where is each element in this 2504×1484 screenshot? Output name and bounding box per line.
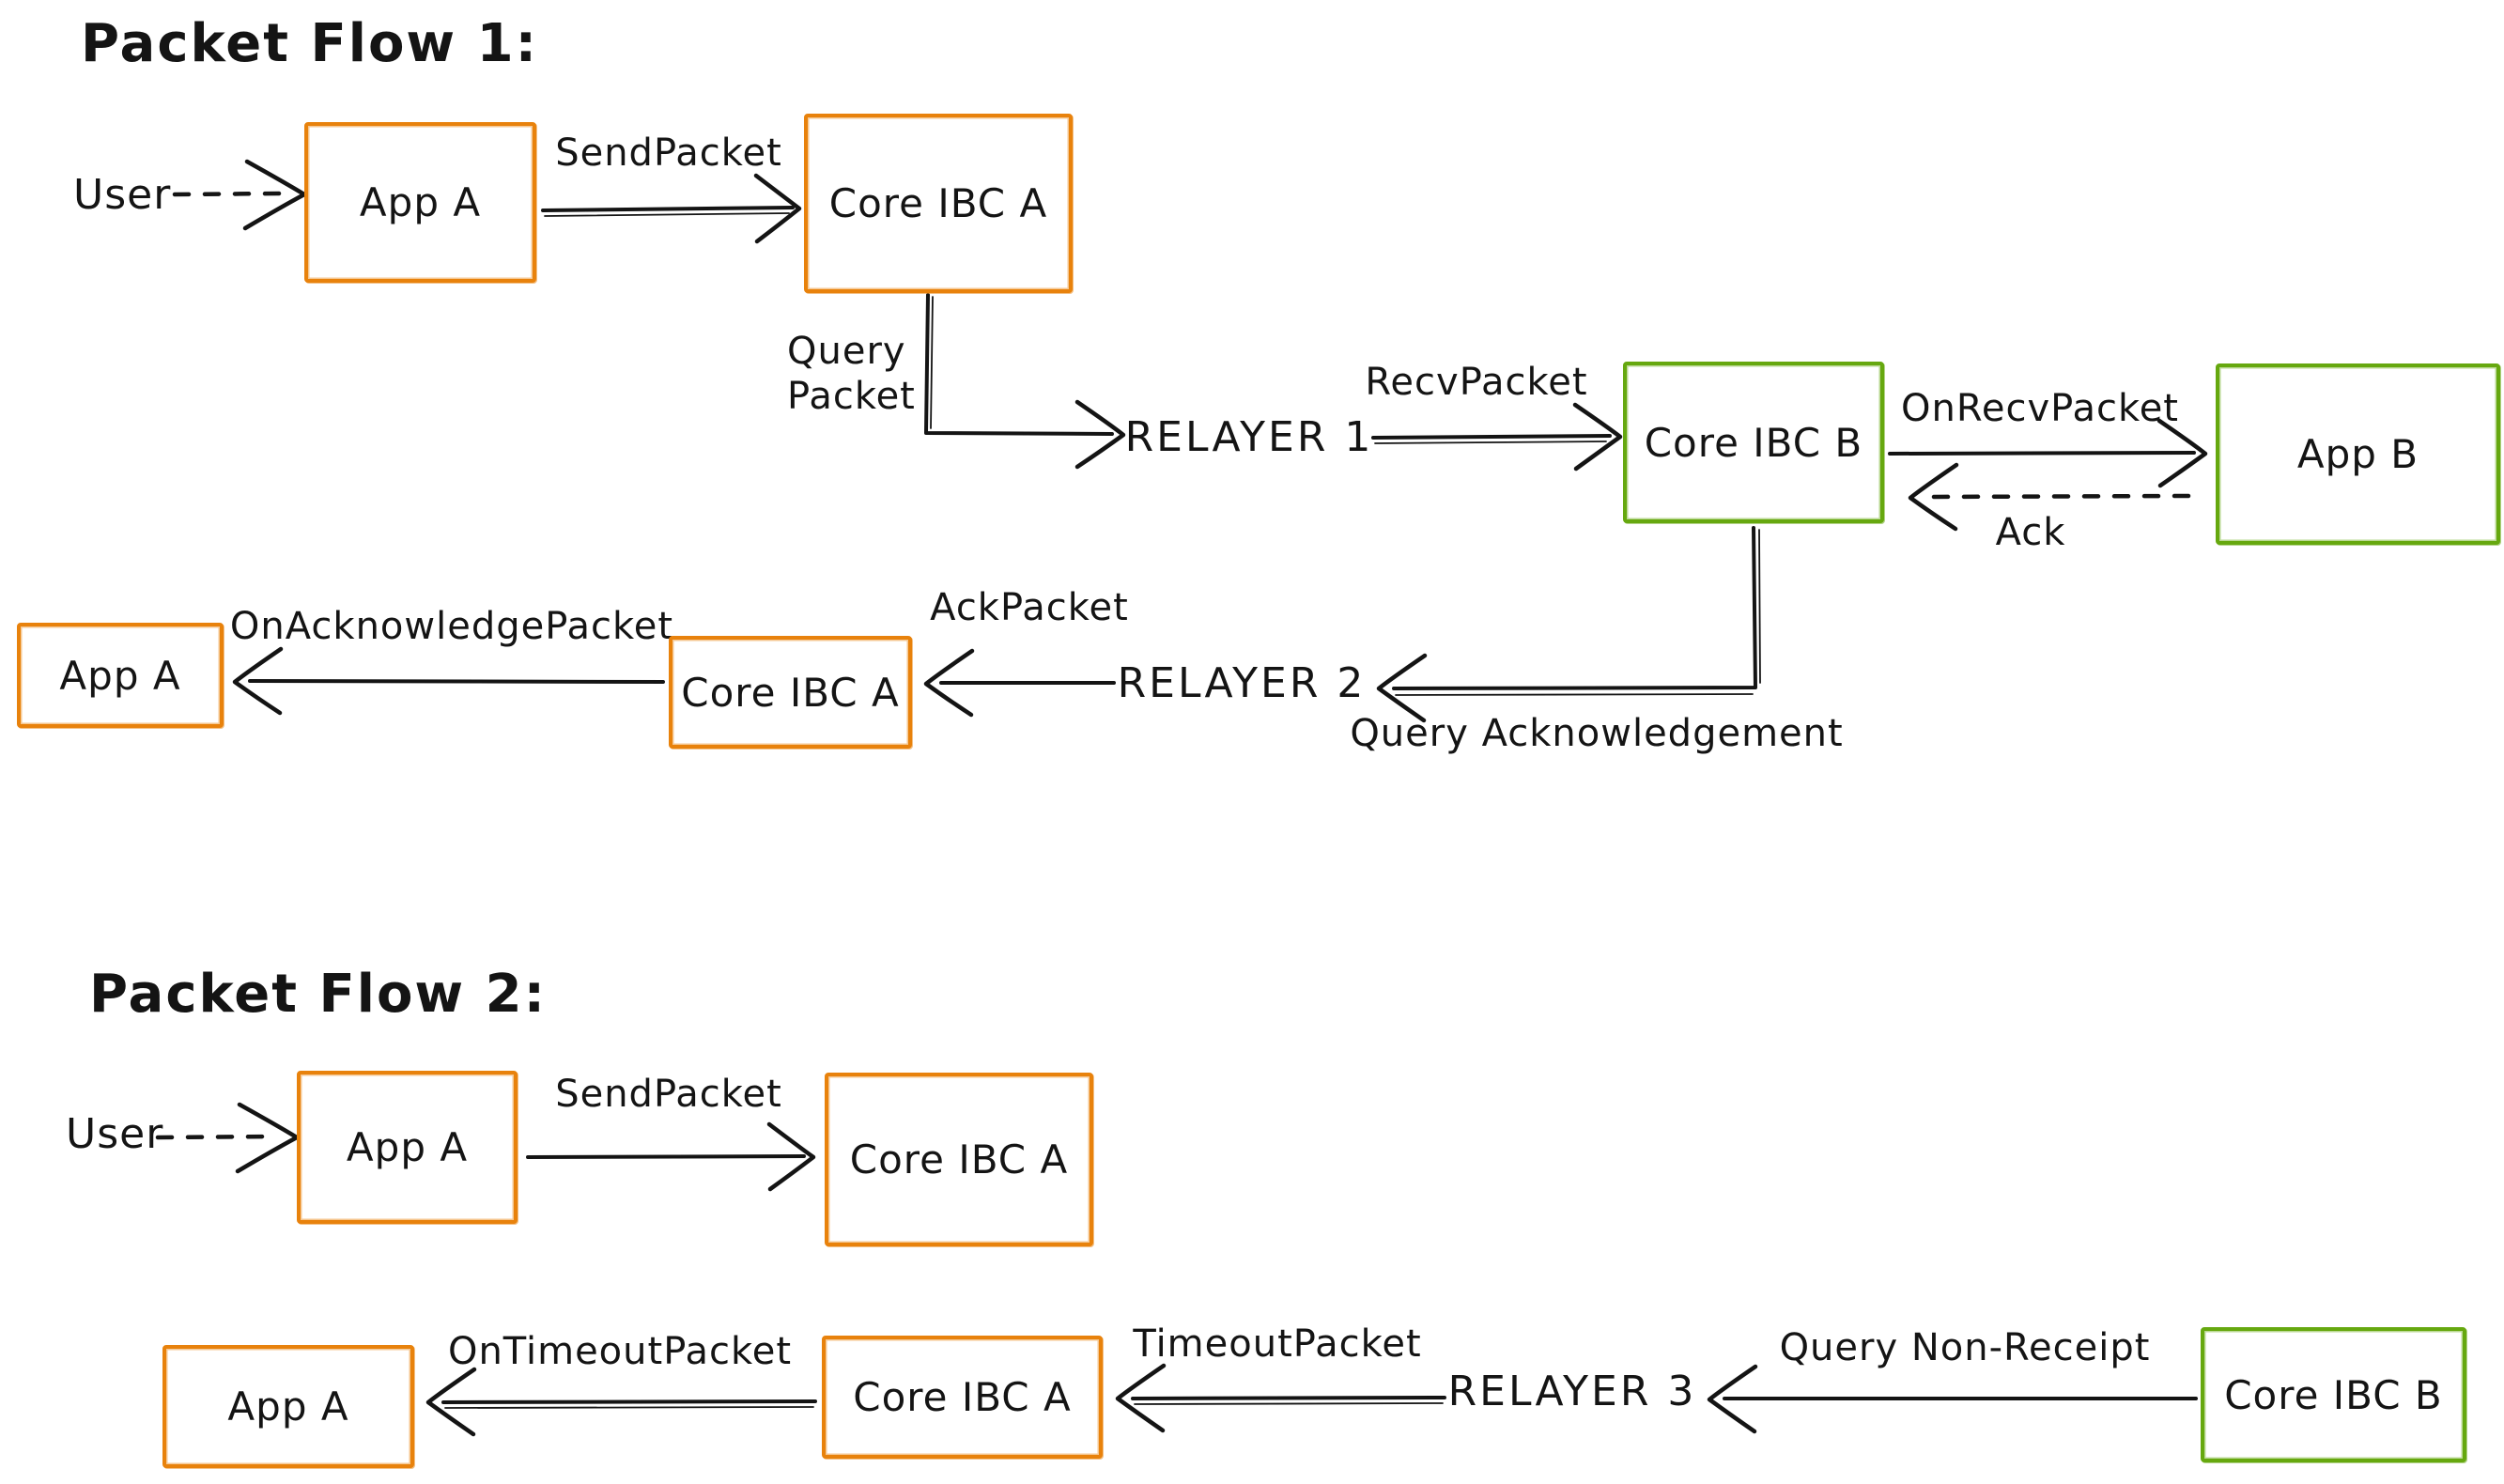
node-core-ibc-b-2: Core IBC B	[2201, 1327, 2466, 1462]
node-core-ibc-a-3: Core IBC A	[825, 1073, 1093, 1246]
flow1-sendpacket-label: SendPacket	[555, 131, 782, 175]
node-core-ibc-b-2-label: Core IBC B	[2224, 1371, 2443, 1418]
connector-query-packet-elbow	[924, 293, 1126, 470]
flow2-user-label: User	[66, 1110, 164, 1158]
node-core-ibc-a-1: Core IBC A	[804, 114, 1073, 293]
flow1-ack-label: Ack	[1995, 511, 2066, 554]
node-core-ibc-a-4: Core IBC A	[822, 1336, 1103, 1459]
flow1-relayer2-label: RELAYER 2	[1117, 659, 1367, 707]
arrow-user-to-app-a-2	[155, 1102, 300, 1174]
node-app-a-3: App A	[297, 1071, 518, 1224]
arrow-ackpacket	[923, 648, 1116, 718]
flow2-title: Packet Flow 2:	[89, 964, 548, 1025]
node-core-ibc-a-4-label: Core IBC A	[853, 1374, 1072, 1420]
arrow-sendpacket-1	[541, 173, 802, 244]
node-core-ibc-a-1-label: Core IBC A	[828, 180, 1048, 226]
flow1-ackpacket-label: AckPacket	[930, 586, 1129, 629]
arrow-timeoutpacket	[1115, 1363, 1446, 1433]
arrow-recvpacket	[1371, 402, 1623, 471]
arrow-query-non-receipt	[1707, 1364, 2198, 1434]
node-app-a-2: App A	[17, 623, 224, 728]
flow1-query-packet-label: Query Packet	[787, 330, 916, 418]
flow2-relayer3-label: RELAYER 3	[1447, 1368, 1697, 1415]
flow1-title: Packet Flow 1:	[81, 13, 539, 74]
arrow-onrecvpacket	[1888, 418, 2208, 488]
node-app-a-3-label: App A	[346, 1124, 469, 1170]
flow1-relayer1-label: RELAYER 1	[1124, 413, 1374, 461]
node-core-ibc-a-2-label: Core IBC A	[681, 669, 900, 716]
node-app-a-1: App A	[304, 122, 536, 283]
node-app-a-4: App A	[162, 1345, 414, 1468]
node-core-ibc-b-1: Core IBC B	[1623, 362, 1884, 523]
arrow-onacknowledgepacket	[232, 646, 665, 716]
flow2-ontimeoutpacket-label: OnTimeoutPacket	[447, 1330, 793, 1373]
node-app-b: App B	[2216, 363, 2500, 545]
flow2-timeoutpacket-label: TimeoutPacket	[1133, 1322, 1422, 1366]
flow2-query-non-receipt-label: Query Non-Receipt	[1779, 1326, 2151, 1369]
node-core-ibc-a-3-label: Core IBC A	[849, 1136, 1069, 1183]
flow1-query-acknowledgement-label: Query Acknowledgement	[1350, 712, 1844, 755]
node-core-ibc-b-1-label: Core IBC B	[1644, 419, 1863, 466]
flow1-user-label: User	[73, 171, 172, 219]
node-app-b-label: App B	[2296, 431, 2419, 477]
connector-query-ack-elbow	[1376, 526, 1761, 723]
node-app-a-1-label: App A	[359, 179, 482, 225]
arrow-ontimeoutpacket	[425, 1367, 817, 1437]
flow1-recvpacket-label: RecvPacket	[1365, 361, 1588, 404]
flow1-onrecvpacket-label: OnRecvPacket	[1901, 387, 2179, 430]
node-app-a-4-label: App A	[227, 1384, 349, 1430]
node-app-a-2-label: App A	[59, 652, 181, 699]
arrow-ack-dashed	[1908, 462, 2191, 532]
flow2-sendpacket-label: SendPacket	[555, 1073, 782, 1116]
node-core-ibc-a-2: Core IBC A	[669, 636, 912, 749]
arrow-sendpacket-2	[526, 1121, 816, 1192]
arrow-user-to-app-a-1	[172, 159, 307, 231]
flow1-onacknowledgepacket-label: OnAcknowledgePacket	[229, 605, 674, 648]
